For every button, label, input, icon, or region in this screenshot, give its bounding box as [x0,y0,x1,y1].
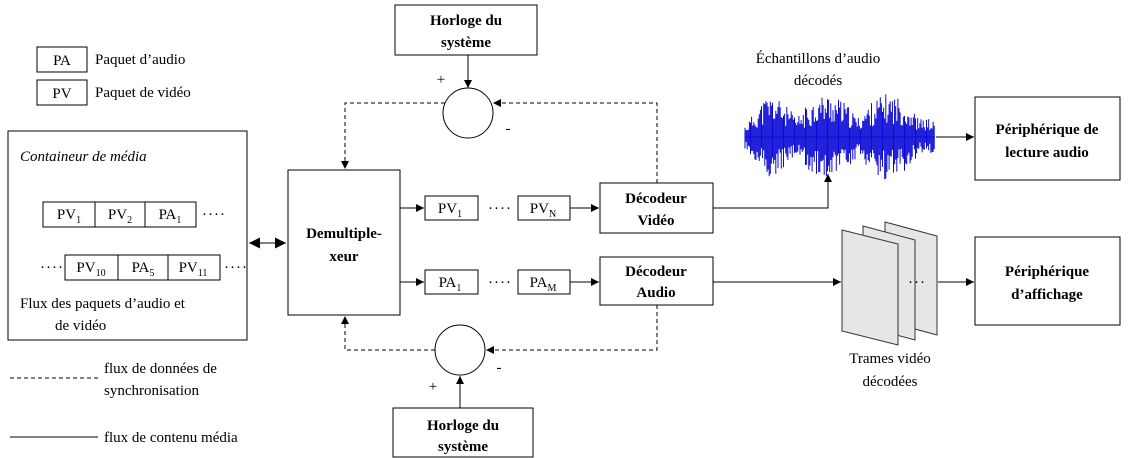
bottom-comparator-minus: - [497,360,502,376]
frames-ellipsis: ··· [908,275,926,291]
media-container-title: Containeur de média [20,149,147,165]
bottom-clock-label-line1: Horloge du [427,418,499,434]
bottom-sync-dashed-line [341,316,435,351]
packet-box [144,201,197,228]
legend-pa-abbr: PA [53,53,71,69]
decoded-frames: ··· Trames vidéo décodées [841,221,974,390]
audio-packet-last-box [517,269,571,295]
packet-label: PV10 [76,260,105,279]
video-decoder-label-line1: Décodeur [625,191,687,207]
demultiplexer: Demultiple- xeur [287,169,401,316]
video-packet-first-box [424,195,479,221]
video-path-ellipsis: ···· [488,201,512,217]
row2-ellipsis-right: ···· [224,260,248,276]
packet-label: PA1 [159,207,182,226]
audio-samples: Échantillons d’audio décodés [744,50,974,180]
top-sync-loop: Horloge du système + - [341,4,658,183]
audio-path-ellipsis: ···· [488,275,512,291]
audio-packet-first-label: PA1 [439,275,462,294]
line-legend: flux de données de synchronisation flux … [10,361,238,446]
top-clock-box [394,4,538,56]
media-container-caption-line1: Flux des paquets d’audio et [20,296,186,312]
packet-label: PV11 [179,260,208,279]
packet-label: PA5 [132,260,155,279]
packet-box [117,254,169,281]
packet-label: PV1 [57,207,81,226]
audio-output-box [974,96,1121,181]
bottom-sync-loop: + - Horloge du système [341,305,658,458]
top-feedback-dashed-line [493,99,658,183]
audio-samples-label-line1: Échantillons d’audio [756,50,881,67]
row2-ellipsis-left: ···· [40,260,64,276]
display-output-label-line1: Périphérique [1005,264,1089,280]
video-path: PV1 ···· PVN Décodeur Vidéo [400,174,832,234]
audio-decoder-label-line1: Décodeur [625,264,687,280]
media-container-caption-line2: de vidéo [55,318,106,334]
audio-packet-first-box [424,269,479,295]
demultiplexer-box [287,169,401,316]
bottom-comparator-plus: + [429,379,437,395]
bottom-comparator-circle [434,324,486,376]
legend-sync-label-line2: synchronisation [104,383,199,399]
audio-output-label-line2: lecture audio [1005,145,1088,161]
display-output-box [974,236,1121,326]
legend-pv-abbr: PV [52,86,71,102]
video-packet-last-label: PVN [530,201,556,220]
legend-content-label: flux de contenu média [104,430,238,446]
display-output-label-line2: d’affichage [1011,287,1083,303]
video-decoder-label-line2: Vidéo [638,213,675,229]
audio-waveform [744,94,935,180]
audio-output-label-line1: Périphérique de [996,122,1099,138]
legend-pv-label: Paquet de vidéo [95,85,191,101]
video-packet-first-label: PV1 [438,201,462,220]
audio-decoder-box [599,256,714,306]
top-sync-dashed-line [341,102,445,169]
top-comparator-plus: + [437,72,445,88]
packet-box [64,254,119,281]
video-decoder-output-arrow [713,174,832,209]
video-decoder-box [599,182,714,234]
bottom-feedback-dashed-line [486,305,658,354]
media-container-box [7,130,248,341]
audio-samples-label-line2: décodés [794,73,842,89]
packet-box [167,254,221,281]
frames-label-line2: décodées [863,374,918,390]
legend-pv-box [36,79,88,106]
legend-pa-box [36,46,88,73]
top-clock-label-line2: système [441,35,491,51]
frame-front [841,229,899,346]
top-comparator-minus: - [506,121,511,137]
legend-pa-label: Paquet d’audio [95,52,185,68]
display-device: Périphérique d’affichage [974,236,1121,326]
packet-legend: PA Paquet d’audio PV Paquet de vidéo [36,46,191,106]
audio-path: PA1 ···· PAM Décodeur Audio [400,256,841,306]
bottom-clock-box [392,407,534,458]
demultiplexer-label-line2: xeur [329,249,359,265]
top-comparator-circle [442,87,494,139]
audio-decoder-label-line2: Audio [636,285,675,301]
audio-output-device: Périphérique de lecture audio [974,96,1121,181]
frames-label-line1: Trames vidéo [849,351,931,367]
audio-packet-last-label: PAM [530,275,557,294]
bottom-clock-label-line2: système [438,439,488,455]
media-container: Containeur de média PV1 PV2 PA1 ···· ···… [7,130,248,341]
legend-sync-label-line1: flux de données de [104,361,217,377]
top-clock-label-line1: Horloge du [430,13,502,29]
demultiplexer-label-line1: Demultiple- [306,226,382,242]
row1-ellipsis: ···· [202,207,226,223]
packet-label: PV2 [108,207,132,226]
